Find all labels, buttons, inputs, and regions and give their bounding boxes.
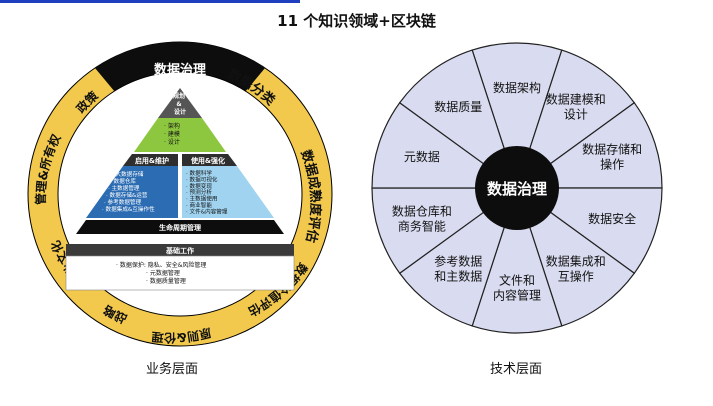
wheel-sector-label: 数据质量 xyxy=(434,99,482,114)
wheel-sector-label: 数据集成和互操作 xyxy=(546,253,606,283)
wheel-sectors xyxy=(371,42,663,334)
wheel-sector-label: 数据架构 xyxy=(493,80,541,95)
business-layer-caption: 业务层面 xyxy=(146,362,199,377)
wheel-sector-label: 文件和内容管理 xyxy=(493,273,541,303)
right-items: · 数据科学 · 数据可视化 · 数据变现 · 预测分析 · 主数据使用 · 商… xyxy=(186,169,228,215)
left-header: 启用&维护 xyxy=(135,156,169,165)
wheel-sector xyxy=(515,187,663,275)
wheel-sector xyxy=(515,49,636,190)
pyramid-right-header-band xyxy=(182,154,237,166)
wheel-sector xyxy=(515,186,636,327)
right-header: 使用&强化 xyxy=(190,156,225,165)
wheel-sector xyxy=(371,101,519,189)
left-items: · 大数据存储 · 数据仓库 · 主数据管理 · 数据存储&运营 · 参考数据管… xyxy=(102,170,155,213)
wheel-labels: 数据架构数据建模和设计数据存储和操作数据安全数据集成和互操作文件和内容管理参考数… xyxy=(392,80,642,303)
foundation-body xyxy=(65,255,295,291)
wheel-sector xyxy=(471,42,563,190)
lifecycle-label: 生命周期管理 xyxy=(159,223,201,232)
pyramid-apex-green xyxy=(134,118,226,152)
page-title: 11 个知识领域+区块链 xyxy=(277,12,436,30)
pyramid-left-header-band xyxy=(123,154,178,166)
wheel-sector xyxy=(515,101,663,189)
ring-top-label: 数据治理 xyxy=(154,62,206,78)
wheel-sector xyxy=(398,49,519,190)
pyramid-right-blue xyxy=(182,166,274,218)
pyramid-left-blue xyxy=(86,166,178,218)
foundation-items: · 数据保护: 隐私、安全&风险管理 · 元数据管理 · 数据质量管理 xyxy=(116,261,208,285)
wheel-sector-label: 数据建模和设计 xyxy=(546,92,606,122)
wheel-sector-label: 数据安全 xyxy=(588,211,636,226)
wheel-sector xyxy=(398,186,519,327)
wheel-sector-label: 数据存储和操作 xyxy=(582,142,642,172)
wheel-sector-label: 数据仓库和商务智能 xyxy=(392,203,452,233)
wheel-sector-label: 元数据 xyxy=(404,149,440,164)
technology-layer-diagram: 数据架构数据建模和设计数据存储和操作数据安全数据集成和互操作文件和内容管理参考数… xyxy=(371,42,663,334)
business-layer-diagram: 数据治理 数据分类 数据成熟度评估 数据价值评估 原则&伦理 战略 企业文化 管… xyxy=(27,41,333,347)
apex-items: · 架构 · 建模 · 设计 xyxy=(164,122,182,146)
foundation-header: 基础工作 xyxy=(165,246,194,255)
wheel-hub xyxy=(475,146,559,230)
lifecycle-band xyxy=(76,220,284,234)
top-accent-line xyxy=(0,0,300,3)
technology-layer-caption: 技术层面 xyxy=(490,362,543,377)
wheel-hub-label: 数据治理 xyxy=(487,180,547,198)
pyramid-apex-dark xyxy=(158,88,202,118)
wheel-sector xyxy=(371,187,519,275)
apex-title: 规划 & 设计 xyxy=(173,92,187,116)
foundation-header-band xyxy=(66,244,294,256)
wheel-sector-label: 参考数据和主数据 xyxy=(434,253,482,283)
wheel-sector xyxy=(471,186,563,334)
